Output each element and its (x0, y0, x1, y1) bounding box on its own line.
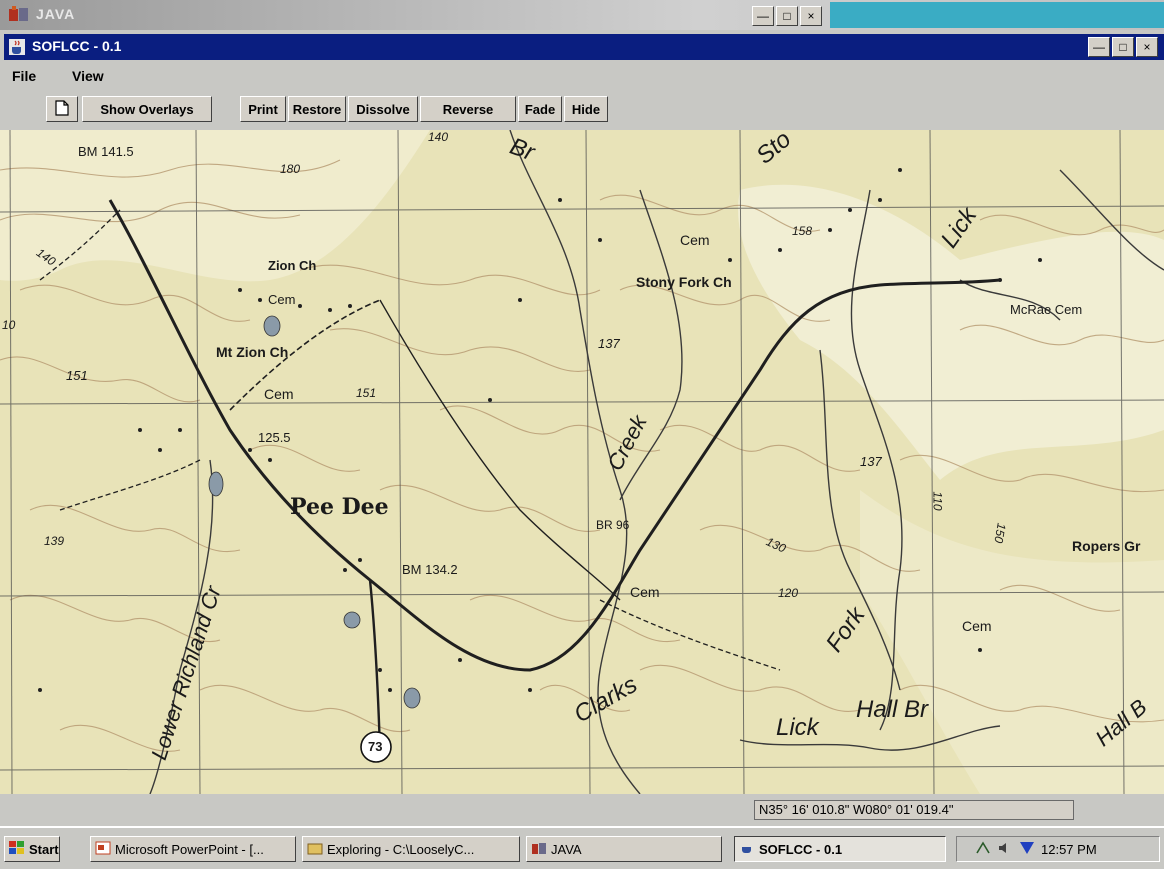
java-cup-icon (8, 38, 26, 56)
menu-bar: File View (0, 62, 1164, 90)
label-mcrae-cem: McRae Cem (1010, 302, 1083, 317)
start-button[interactable]: Start (4, 836, 60, 862)
start-label: Start (29, 841, 59, 857)
close-icon: × (1143, 40, 1151, 54)
fade-button[interactable]: Fade (518, 96, 562, 122)
outer-titlebar-highlight (830, 2, 1164, 28)
taskbar-item-label: Microsoft PowerPoint - [... (115, 841, 264, 857)
clock: 12:57 PM (1041, 841, 1097, 857)
label-bm-141-5: BM 141.5 (78, 144, 134, 159)
label-lick-bottom: Lick (776, 714, 819, 741)
close-icon: × (807, 9, 815, 23)
outer-window-title: JAVA (36, 6, 76, 22)
label-elev-137-right: 137 (860, 454, 882, 469)
speaker-icon[interactable] (997, 841, 1013, 858)
app-window-title: SOFLCC - 0.1 (32, 38, 122, 54)
maximize-button[interactable]: □ (1112, 37, 1134, 57)
label-bm-134-2: BM 134.2 (402, 562, 458, 577)
topographic-map-view[interactable]: BM 141.5 180 140 Br Sto Lick Zion Ch Cem… (0, 130, 1164, 794)
minimize-icon: — (1093, 40, 1105, 54)
label-ropers-gr: Ropers Gr (1072, 538, 1141, 554)
windows-logo-icon (9, 840, 25, 858)
java-app-icon (8, 6, 30, 24)
label-elev-151-left: 151 (66, 368, 88, 383)
antivirus-icon[interactable] (1019, 841, 1035, 858)
outer-maximize-button[interactable]: □ (776, 6, 798, 26)
taskbar-item-java[interactable]: JAVA (526, 836, 722, 862)
network-icon[interactable] (975, 840, 991, 858)
system-tray: 12:57 PM (956, 836, 1160, 862)
java-cup-icon (739, 841, 755, 858)
taskbar-item-soflcc[interactable]: SOFLCC - 0.1 (734, 836, 946, 862)
close-button[interactable]: × (1136, 37, 1158, 57)
maximize-icon: □ (783, 9, 791, 23)
label-hall-br: Hall Br (856, 696, 929, 723)
label-cem-top: Cem (680, 232, 710, 248)
minimize-icon: — (757, 9, 769, 23)
label-elev-125-5: 125.5 (258, 430, 291, 445)
label-cem-right: Cem (962, 618, 992, 634)
minimize-button[interactable]: — (1088, 37, 1110, 57)
label-elev-140-top: 140 (428, 130, 449, 144)
taskbar-item-label: JAVA (551, 841, 582, 857)
taskbar-item-powerpoint[interactable]: Microsoft PowerPoint - [... (90, 836, 296, 862)
maximize-icon: □ (1119, 40, 1127, 54)
label-elev-180: 180 (280, 162, 301, 176)
label-cem-mid: Cem (630, 584, 660, 600)
label-elev-120: 120 (778, 586, 799, 600)
outer-window-titlebar: JAVA — □ × (0, 0, 1164, 30)
powerpoint-icon (95, 841, 111, 858)
label-elev-10: 10 (2, 318, 16, 332)
dissolve-button[interactable]: Dissolve (348, 96, 418, 122)
restore-button[interactable]: Restore (288, 96, 346, 122)
document-icon (55, 99, 69, 119)
taskbar-item-exploring[interactable]: Exploring - C:\LooselyC... (302, 836, 520, 862)
label-cem-zion: Cem (268, 292, 296, 307)
show-overlays-button[interactable]: Show Overlays (82, 96, 212, 122)
outer-close-button[interactable]: × (800, 6, 822, 26)
label-pee-dee: Pee Dee (290, 494, 389, 520)
taskbar-item-label: Exploring - C:\LooselyC... (327, 841, 475, 857)
coordinates-readout: N35° 16' 010.8" W080° 01' 019.4" (754, 800, 1074, 820)
reverse-button[interactable]: Reverse (420, 96, 516, 122)
label-elev-110: 110 (930, 491, 945, 511)
taskbar: Start Microsoft PowerPoint - [... Explor… (0, 826, 1164, 869)
java-app-icon (531, 841, 547, 858)
label-elev-151: 151 (356, 386, 377, 400)
taskbar-item-label: SOFLCC - 0.1 (759, 841, 843, 857)
label-zion-ch: Zion Ch (268, 258, 317, 273)
label-mt-zion-ch: Mt Zion Ch (216, 344, 289, 360)
label-elev-158: 158 (792, 224, 813, 238)
app-window-titlebar: SOFLCC - 0.1 — □ × (4, 34, 1164, 60)
explorer-icon (307, 841, 323, 858)
label-cem-mt-zion: Cem (264, 386, 294, 402)
hide-button[interactable]: Hide (564, 96, 608, 122)
label-stony-fork-ch: Stony Fork Ch (636, 274, 732, 290)
menu-file[interactable]: File (12, 68, 37, 84)
print-button[interactable]: Print (240, 96, 286, 122)
label-route-73: 73 (368, 739, 383, 754)
label-elev-137: 137 (598, 336, 620, 351)
label-elev-139: 139 (44, 534, 65, 548)
map-graphics (0, 130, 1164, 794)
new-document-button[interactable] (46, 96, 78, 122)
menu-view[interactable]: View (72, 68, 104, 84)
outer-minimize-button[interactable]: — (752, 6, 774, 26)
label-br-96: BR 96 (596, 518, 630, 532)
